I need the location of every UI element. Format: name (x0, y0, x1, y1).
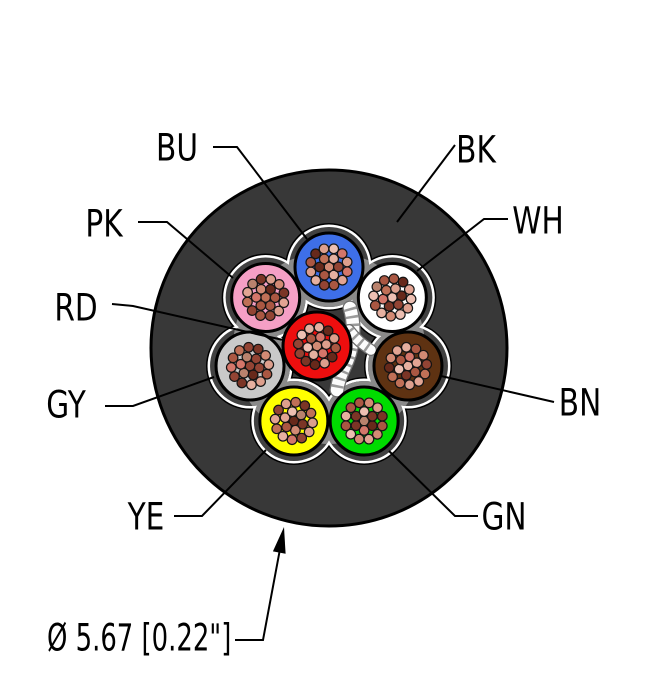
conductor-bu-strands (305, 243, 353, 291)
conductor-gy (214, 330, 286, 402)
conductor-wh-strands (368, 273, 417, 322)
leader-ye (174, 449, 267, 517)
conductor-ye-strands (269, 396, 318, 446)
leader-bu (213, 146, 308, 240)
leader-rd (111, 303, 284, 341)
label-ye: YE (127, 495, 165, 539)
label-gn: GN (481, 495, 527, 539)
cable-graphic (149, 168, 509, 528)
label-bn: BN (558, 381, 602, 425)
conductor-pk (230, 261, 302, 333)
leader-pk (138, 221, 234, 279)
label-rd: RD (54, 286, 98, 330)
leader-gn (388, 450, 478, 517)
label-pk: PK (85, 202, 123, 246)
conductor-pk-strands (242, 273, 290, 322)
conductor-gn-strands (340, 397, 388, 445)
leader-bn (440, 375, 555, 403)
conductor-wh (356, 261, 428, 333)
label-bu: BU (156, 126, 198, 170)
label-diameter: Ø 5.67 [0.22"] (47, 616, 232, 660)
leader-gy (105, 376, 215, 407)
leader-wh (416, 218, 508, 272)
conductor-bu (293, 231, 365, 303)
conductor-rd-strands (292, 321, 342, 371)
conductor-ye (258, 385, 330, 457)
leader-bk (396, 144, 456, 223)
label-gy: GY (46, 383, 86, 427)
diameter-arrowhead (272, 527, 286, 554)
conductor-rd (281, 310, 353, 382)
conductor-gn (328, 385, 400, 457)
label-wh: WH (512, 199, 564, 243)
leader-lines (105, 144, 555, 641)
label-bk: BK (456, 128, 496, 172)
conductor-gy-strands (225, 341, 275, 391)
conductor-bn (372, 330, 444, 402)
conductor-bn-strands (383, 341, 433, 391)
leader-diameter (235, 532, 284, 641)
